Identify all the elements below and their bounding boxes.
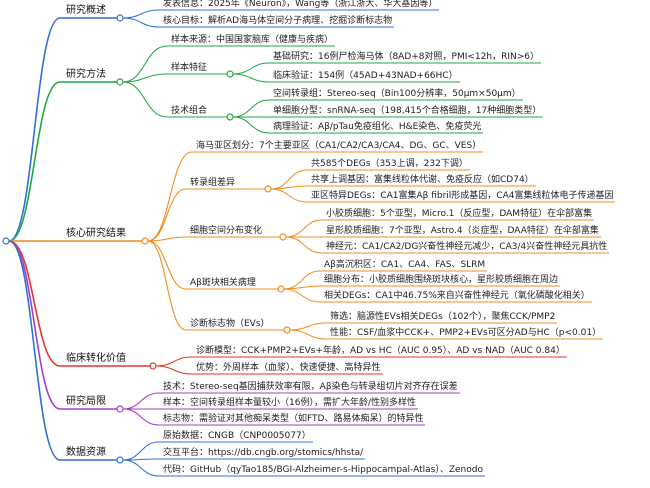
sub-connector bbox=[232, 73, 270, 83]
leaf-text: 优势：外周样本（血浆）、快速便捷、高特异性 bbox=[196, 363, 381, 373]
leaf-text: 细胞分布：小胶质细胞围绕斑块核心，星形胶质细胞在周边 bbox=[324, 275, 559, 285]
branch-label: 核心研究结果 bbox=[66, 228, 126, 239]
sub-connector bbox=[232, 62, 270, 75]
group-label: 样本特征 bbox=[171, 63, 208, 73]
leaf-text: 海马亚区划分：7个主要亚区（CA1/CA2/CA3/CA4、DG、GC、VES） bbox=[196, 141, 482, 151]
item-connector bbox=[122, 45, 168, 83]
item-connector bbox=[122, 73, 168, 83]
group-label: 细胞空间分布变化 bbox=[190, 226, 263, 236]
sub-connector bbox=[270, 188, 308, 203]
group-label: 诊断标志物（EVs） bbox=[190, 319, 270, 329]
leaf-text: 样本：空间转录组样本量较小（16例），需扩大年龄/性别多样性 bbox=[163, 398, 416, 408]
node-dot bbox=[141, 237, 149, 245]
leaf-text: 原始数据：CNGB（CNP0005077） bbox=[163, 431, 311, 441]
leaf-text: 相关DEGs：CA1中46.75%来自兴奋性神经元（氧化磷酸化相关） bbox=[324, 291, 590, 301]
leaf-text: 筛选：脑源性EVs相关DEGs（102个），聚焦CCK/PMP2 bbox=[330, 312, 556, 322]
branch-connector bbox=[8, 240, 61, 410]
item-connector bbox=[122, 81, 168, 118]
branch-connector bbox=[8, 17, 61, 242]
branch-label: 研究局限 bbox=[66, 396, 106, 407]
leaf-text: 亚区特异DEGs：CA1富集Aβ fibril形成基因，CA4富集线粒体电子传递… bbox=[311, 191, 614, 201]
leaf-text: 交互平台：https://db.cngb.org/stomics/hhsta/ bbox=[163, 448, 364, 458]
leaf-text: 核心目标：解析AD海马体空间分子病理、挖掘诊断标志物 bbox=[163, 16, 393, 26]
node-dot bbox=[283, 326, 291, 334]
group-label: Aβ斑块相关病理 bbox=[190, 278, 256, 288]
sub-connector bbox=[232, 99, 270, 118]
item-connector bbox=[122, 17, 160, 28]
branch-label: 临床转化价值 bbox=[66, 353, 126, 364]
leaf-text: 诊断模型：CCK+PMP2+EVs+年龄，AD vs HC（AUC 0.95）、… bbox=[196, 346, 565, 356]
leaf-text: Aβ高沉积区：CA1、CA4、FAS、SLRM bbox=[324, 260, 486, 270]
leaf-text: 发表信息：2025年《Neuron》，Wang等（浙江浙大、华大基因等） bbox=[163, 0, 438, 9]
leaf-text: 技术：Stereo-seq基因捕获效率有限，Aβ染色与转录组切片对齐存在误差 bbox=[163, 382, 458, 392]
leaf-text: 基础研究：16例尸检海马体（8AD+8对照，PMI<12h，RIN>6） bbox=[273, 52, 539, 62]
branch-label: 研究方法 bbox=[66, 69, 106, 80]
leaf-text: 临床验证：154例（45AD+43NAD+66HC） bbox=[273, 71, 458, 81]
node-dot bbox=[226, 113, 234, 121]
item-connector bbox=[155, 356, 193, 367]
branch-label: 数据资源 bbox=[66, 447, 106, 458]
sub-connector bbox=[283, 285, 321, 290]
leaf-text: 小胶质细胞：5个亚型，Micro.1（反应型，DAM特征）在伞部富集 bbox=[326, 209, 593, 219]
branch-label: 研究概述 bbox=[66, 5, 106, 16]
leaf-text: 代码：GitHub（qyTao185/BGI-Alzheimer-s-Hippo… bbox=[163, 465, 483, 475]
sub-connector bbox=[232, 116, 270, 134]
sub-connector bbox=[289, 329, 327, 340]
item-connector bbox=[122, 392, 160, 410]
leaf-text: 病理验证：Aβ/pTau免疫组化、H&E染色、免疫荧光 bbox=[273, 122, 482, 132]
leaf-text: 空间转录组：Stereo-seq（Bin100分辨率，50μm×50μm） bbox=[273, 89, 521, 99]
leaf-text: 共享上调基因：富集线粒体代谢、免疫反应（如CD74） bbox=[311, 175, 534, 185]
item-connector bbox=[147, 236, 187, 242]
sub-connector bbox=[285, 236, 323, 254]
node-dot bbox=[116, 456, 124, 464]
node-dot bbox=[264, 185, 272, 193]
leaf-text: 共585个DEGs（353上调，232下调） bbox=[311, 159, 468, 169]
sub-connector bbox=[283, 288, 321, 303]
item-connector bbox=[147, 240, 187, 331]
group-label: 技术组合 bbox=[171, 106, 208, 116]
item-connector bbox=[155, 365, 193, 375]
leaf-text: 样本来源：中国国家脑库（健康与疾病） bbox=[171, 35, 334, 45]
leaf-text: 神经元：CA1/CA2/DG兴奋性神经元减少，CA3/4兴奋性神经元具抗性 bbox=[326, 242, 608, 252]
node-dot bbox=[116, 78, 124, 86]
node-dot bbox=[116, 405, 124, 413]
item-connector bbox=[122, 459, 160, 477]
node-dot bbox=[116, 14, 124, 22]
node-dot bbox=[279, 233, 287, 241]
sub-connector bbox=[285, 219, 323, 238]
node-dot bbox=[226, 70, 234, 78]
sub-connector bbox=[289, 322, 327, 331]
leaf-text: 单细胞分型：snRNA-seq（198,415个合格细胞，17种细胞类型） bbox=[273, 106, 542, 116]
sub-connector bbox=[270, 185, 308, 190]
node-dot bbox=[149, 362, 157, 370]
root-node bbox=[2, 237, 10, 245]
leaf-text: 星形胶质细胞：7个亚型，Astro.4（炎症型，DAA特征）在伞部富集 bbox=[326, 226, 599, 236]
branch-connector bbox=[8, 81, 61, 242]
item-connector bbox=[147, 151, 193, 242]
group-label: 转录组差异 bbox=[190, 178, 236, 188]
leaf-text: 性能：CSF/血浆中CCK+、PMP2+EVs可区分AD与HC（p<0.01） bbox=[330, 328, 602, 338]
node-dot bbox=[277, 285, 285, 293]
branch-connector bbox=[8, 240, 61, 461]
item-connector bbox=[122, 408, 160, 426]
item-connector bbox=[122, 441, 160, 461]
item-connector bbox=[122, 9, 160, 19]
item-connector bbox=[147, 240, 187, 290]
leaf-text: 标志物：需验证对其他痴呆类型（如FTD、路易体痴呆）的特异性 bbox=[163, 414, 424, 424]
item-connector bbox=[147, 188, 187, 242]
